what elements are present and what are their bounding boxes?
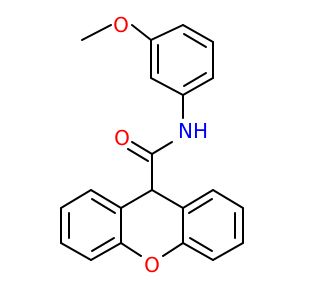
bond-methyl-o bbox=[81, 24, 112, 41]
bond-ring-a-2 bbox=[182, 24, 214, 43]
bond-ring-a-4 bbox=[182, 77, 214, 96]
bond-ring-a-4-inner bbox=[183, 72, 207, 87]
bond-ring-a-1 bbox=[150, 24, 184, 41]
bond-right-ring-5 bbox=[182, 242, 214, 261]
bond-left-o bbox=[120, 242, 142, 257]
bond-left-ring-1-inner bbox=[91, 198, 116, 214]
bond-left-ring-4 bbox=[60, 242, 92, 261]
bond-carbonyl-o bbox=[131, 141, 153, 155]
bond-right-ring-5-inner bbox=[189, 237, 213, 252]
bond-c9-left bbox=[120, 189, 153, 209]
atom-o-methoxy: O bbox=[113, 13, 129, 37]
bond-right-ring-1-inner bbox=[188, 198, 213, 214]
bond-right-ring-1 bbox=[182, 189, 214, 209]
bond-c9-right bbox=[151, 189, 184, 209]
bond-left-ring-2 bbox=[60, 189, 92, 209]
atom-nh-amide: NH bbox=[178, 119, 208, 143]
bond-right-ring-2 bbox=[212, 189, 244, 209]
bond-left-ring-1 bbox=[90, 189, 122, 209]
atom-o-carbonyl: O bbox=[114, 126, 130, 150]
bond-n-carbonyl bbox=[151, 141, 173, 155]
molecule-structure: O NH O O bbox=[60, 13, 244, 277]
bond-left-ring-5 bbox=[90, 242, 122, 261]
bond-right-o bbox=[162, 242, 184, 257]
bond-left-ring-5-inner bbox=[91, 237, 115, 252]
atom-o-xanthene: O bbox=[144, 253, 160, 277]
molecule-canvas: O NH O O bbox=[60, 13, 244, 277]
bond-right-ring-4 bbox=[212, 242, 244, 261]
bond-ring-a-2-inner bbox=[183, 33, 207, 48]
bond-ring-a-5 bbox=[150, 77, 184, 96]
bond-o-aryl bbox=[131, 24, 152, 41]
bond-carbonyl-o-double bbox=[127, 148, 149, 162]
